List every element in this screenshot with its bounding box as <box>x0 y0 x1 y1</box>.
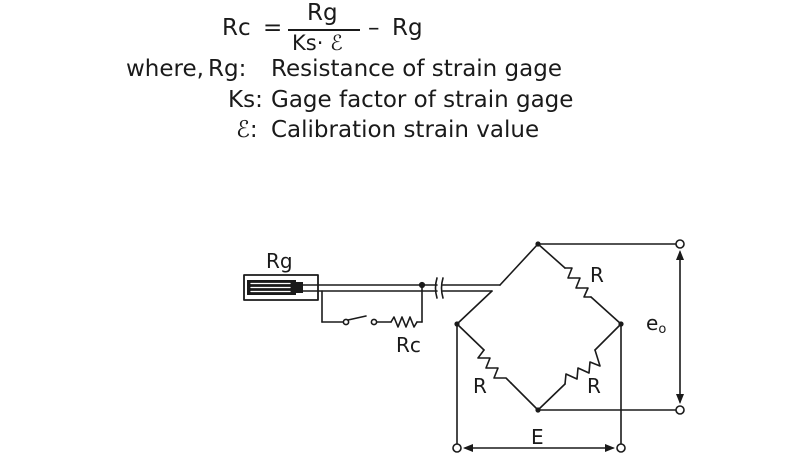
output-label-main: e <box>646 311 658 335</box>
resistor-label-top-right: R <box>590 263 604 287</box>
fraction-bar <box>288 29 360 31</box>
arm-top-right-b <box>590 296 622 325</box>
output-label: eo <box>646 311 666 337</box>
node-top <box>535 241 541 247</box>
definition-text-epsilon: Calibration strain value <box>271 117 540 143</box>
gage-label: Rg <box>266 249 293 273</box>
definition-symbol-rg: Rg: <box>208 56 247 82</box>
switch-contact-right <box>370 318 378 326</box>
definition-symbol-epsilon: ℰ: <box>236 117 258 143</box>
formula-subtrahend: Rg <box>392 15 423 41</box>
arm-left-bottom-a <box>456 323 485 351</box>
arm-top-right-a <box>537 243 566 269</box>
shunt-branch <box>321 284 423 328</box>
lead-to-left-node <box>456 290 493 325</box>
output-terminal-top <box>675 239 685 249</box>
node-right <box>618 321 624 327</box>
output-terminal-bottom <box>675 405 685 415</box>
resistor-bottom-right <box>564 349 601 385</box>
arm-bottom-right-a <box>537 383 566 411</box>
definition-text-rg: Resistance of strain gage <box>271 56 563 82</box>
definition-symbol-ks: Ks: <box>228 87 263 113</box>
lead-to-top-node <box>499 243 539 286</box>
cable-break-right <box>440 277 444 299</box>
formula-equals: = <box>263 15 283 41</box>
switch-contact-left <box>342 318 350 326</box>
definitions-intro: where, <box>126 56 204 82</box>
resistor-label-left-bottom: R <box>473 374 487 398</box>
cable-break-left <box>434 277 438 299</box>
formula-numerator: Rg <box>307 0 338 26</box>
rc-label: Rc <box>396 333 421 357</box>
formula-minus: – <box>368 15 380 41</box>
resistor-left-bottom <box>477 349 512 384</box>
strain-gage <box>243 274 319 301</box>
definition-text-ks: Gage factor of strain gage <box>271 87 574 113</box>
junction-shunt <box>418 281 426 289</box>
arm-left-bottom-b <box>510 382 539 411</box>
formula-denominator: Ks· ℰ <box>292 31 343 55</box>
resistor-label-bottom-right: R <box>587 374 601 398</box>
arm-bottom-right-b <box>594 323 622 351</box>
formula-lhs: Rc <box>222 15 251 41</box>
node-left <box>454 321 460 327</box>
excitation-terminal-right <box>616 443 626 453</box>
node-bottom <box>535 407 541 413</box>
switch-blade <box>347 315 367 321</box>
resistor-top-right <box>564 267 592 298</box>
excitation-terminal-left <box>452 443 462 453</box>
excitation-label: E <box>531 425 544 449</box>
rc-resistor <box>390 316 418 328</box>
output-label-subscript: o <box>658 322 666 337</box>
